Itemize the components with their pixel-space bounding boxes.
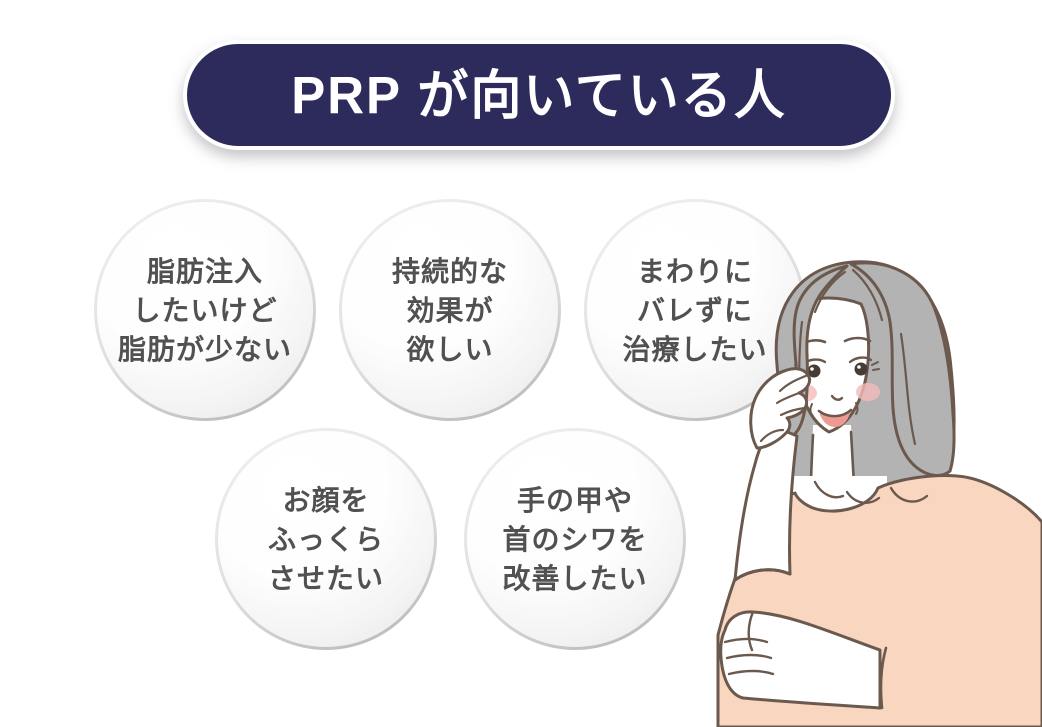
- sleeve-cuff: [879, 646, 888, 710]
- bubble-line: したいけど: [132, 294, 278, 326]
- bubble-line: 脂肪が少ない: [117, 333, 292, 365]
- nose: [830, 394, 844, 401]
- bubble-line: 欲しい: [406, 333, 494, 365]
- bubble-line: 治療したい: [622, 333, 768, 365]
- bubble-hand-neck-wrinkles: 手の甲や 首のシワを 改善したい: [464, 428, 686, 650]
- raised-forearm: [733, 424, 799, 582]
- bubble-line: 手の甲や: [516, 484, 633, 516]
- bubble-line: 脂肪注入: [146, 255, 263, 287]
- bubble-line: 効果が: [406, 294, 494, 326]
- woman-illustration: [716, 260, 1042, 727]
- bubble-line: 首のシワを: [502, 523, 648, 555]
- lips: [819, 410, 851, 427]
- bubble-line: させたい: [267, 562, 384, 594]
- hair-front-right: [849, 261, 956, 477]
- bubble-line: 改善したい: [502, 562, 648, 594]
- blush-right: [856, 383, 880, 401]
- title-text: PRP が向いている人: [291, 65, 787, 125]
- bubble-discreet-treatment: まわりに バレずに 治療したい: [584, 199, 806, 421]
- eye-right: [854, 362, 868, 376]
- title-banner: PRP が向いている人: [183, 40, 895, 150]
- bubble-lasting-effect: 持続的な 効果が 欲しい: [339, 199, 561, 421]
- eyebrow-right: [843, 336, 872, 343]
- bubble-plump-face: お顔を ふっくら させたい: [215, 428, 437, 650]
- bubble-line: お顔を: [282, 484, 370, 516]
- bubble-fat-injection: 脂肪注入 したいけど 脂肪が少ない: [94, 199, 316, 421]
- bubble-line: ふっくら: [267, 523, 384, 555]
- bubble-line: バレずに: [636, 294, 753, 326]
- sleeve-opening: [733, 568, 792, 582]
- bubble-line: まわりに: [636, 255, 753, 287]
- bubble-line: 持続的な: [391, 255, 508, 287]
